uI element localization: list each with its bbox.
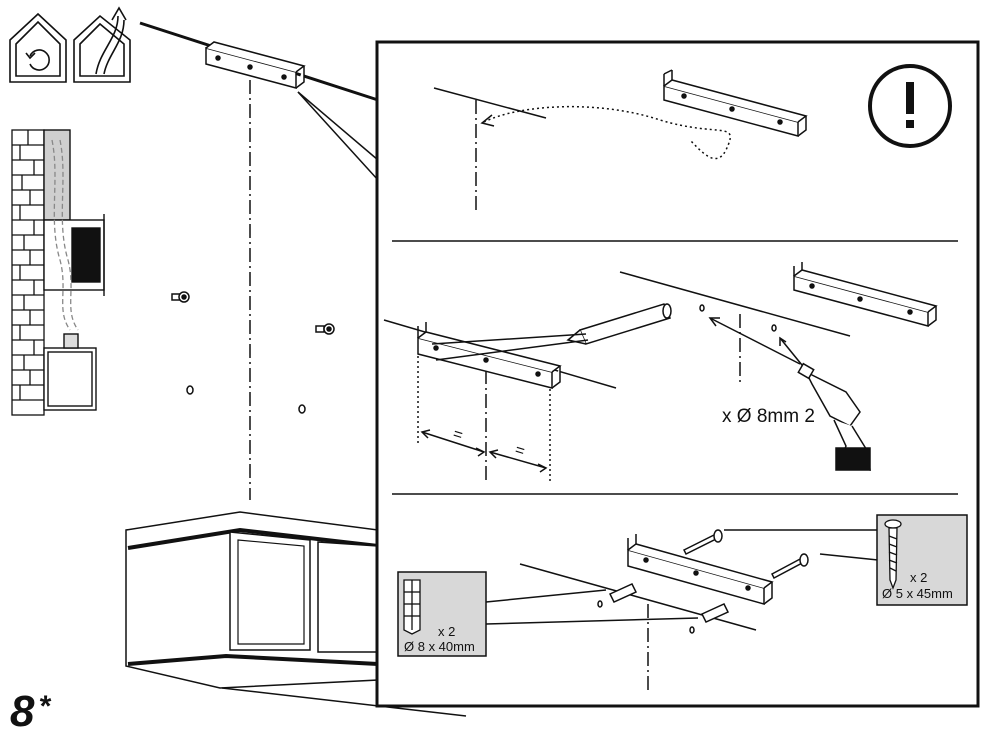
panel-3-fix-bracket [519, 529, 809, 690]
screw-bottom [771, 553, 809, 580]
wall-plug-spec: Ø 8 x 40mm [404, 639, 475, 654]
screw-callout [724, 514, 968, 606]
chimney-hood [43, 129, 105, 411]
extraction-mode-icon [73, 6, 131, 83]
screw-top [682, 529, 723, 556]
drill-arrows [708, 317, 807, 371]
exclamation-warning-icon [868, 64, 952, 148]
power-drill-icon [797, 362, 871, 472]
drill-spec-label: x Ø 8mm 2 [722, 406, 815, 427]
bracket-panel-3 [627, 534, 774, 605]
wall-bracket-top [205, 41, 306, 89]
kitchen-cabinet [125, 511, 467, 717]
screw-icon [884, 519, 902, 590]
air-flow-arrows [51, 139, 79, 331]
wall-plug-bottom [700, 603, 730, 623]
wall-screw-left [171, 291, 190, 303]
screw-spec: Ø 5 x 45mm [882, 586, 953, 601]
step-asterisk: * [38, 690, 51, 723]
bracket-panel-1 [663, 69, 808, 137]
wall-screw-right [315, 323, 335, 335]
wall-plug-qty: x 2 [438, 624, 455, 639]
step-number: 8* [10, 690, 50, 734]
panel-2-mark-and-drill [383, 262, 938, 484]
recirculation-mode-icon [9, 12, 67, 83]
screw-qty: x 2 [910, 570, 927, 585]
wall-hole-left [186, 385, 194, 395]
wall-plug-icon [403, 579, 421, 635]
step-number-value: 8 [10, 687, 35, 736]
brick-wall [11, 129, 45, 416]
zoom-lines [297, 91, 379, 181]
wall-hole-right [298, 404, 306, 414]
bracket-panel-2-right [793, 262, 938, 327]
dimension-arrows [420, 429, 548, 473]
wall-plug-top [608, 583, 638, 603]
pencil-icon [431, 303, 672, 361]
wall-plug-callout [397, 571, 699, 657]
panel-1-position-bracket [433, 69, 808, 214]
